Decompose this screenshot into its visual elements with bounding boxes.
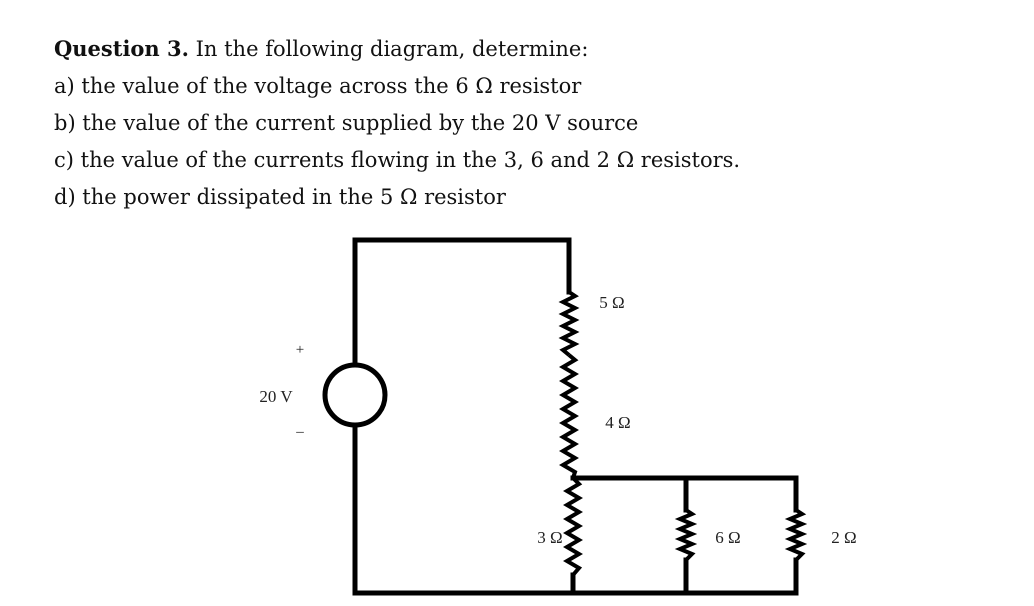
source-plus-sign: + (296, 342, 304, 358)
question-part-b: b) the value of the current supplied by … (54, 111, 639, 135)
source-minus-sign: – (295, 424, 304, 440)
question-intro: In the following diagram, determine: (195, 37, 589, 61)
resistor-6ohm (674, 508, 698, 562)
resistor-4ohm-label: 4 Ω (605, 413, 630, 432)
resistor-3ohm-label: 3 Ω (537, 528, 562, 547)
resistor-2ohm (784, 508, 808, 562)
voltage-source (322, 362, 388, 428)
question-text: Question 3. In the following diagram, de… (54, 30, 740, 216)
resistor-3ohm (563, 476, 583, 577)
resistor-6ohm-label: 6 Ω (715, 528, 740, 547)
question-number: Question 3. (54, 36, 189, 61)
question-part-c: c) the value of the currents flowing in … (54, 148, 741, 172)
source-voltage-label: 20 V (259, 387, 293, 406)
question-part-a: a) the value of the voltage across the 6… (54, 74, 582, 98)
resistor-5ohm (558, 290, 580, 357)
question-heading: Question 3. In the following diagram, de… (54, 30, 740, 68)
question-part-d: d) the power dissipated in the 5 Ω resis… (54, 185, 506, 209)
resistor-5ohm-label: 5 Ω (599, 293, 624, 312)
resistor-4ohm (559, 353, 579, 479)
resistor-2ohm-label: 2 Ω (831, 528, 856, 547)
